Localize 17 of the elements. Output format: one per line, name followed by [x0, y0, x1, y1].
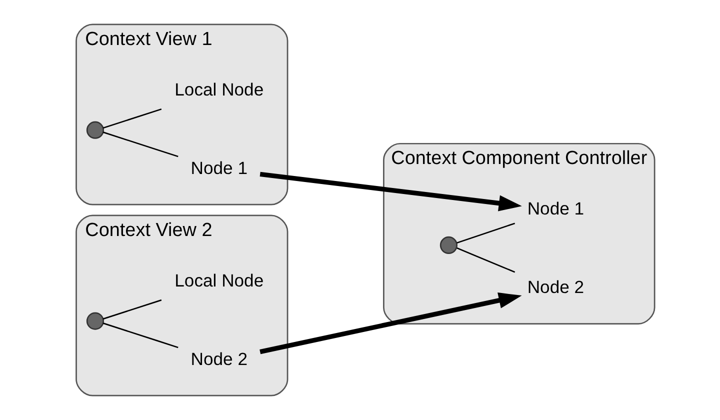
node-circle [86, 121, 104, 139]
node-circle [86, 312, 104, 330]
connector [102, 322, 178, 348]
node-text: Node 2 [190, 348, 248, 369]
connector [102, 299, 162, 320]
node-text: Node 1 [527, 198, 584, 219]
connector [102, 132, 178, 158]
node-text: Local Node [174, 270, 264, 290]
connector [456, 222, 516, 244]
connector [102, 108, 162, 129]
connector [456, 247, 516, 273]
node-text: Local Node [174, 79, 264, 100]
arrow [260, 292, 522, 354]
node-text: Node 1 [190, 158, 248, 178]
arrow [260, 172, 522, 212]
node-circle [440, 236, 458, 254]
node-text: Node 2 [527, 277, 584, 298]
